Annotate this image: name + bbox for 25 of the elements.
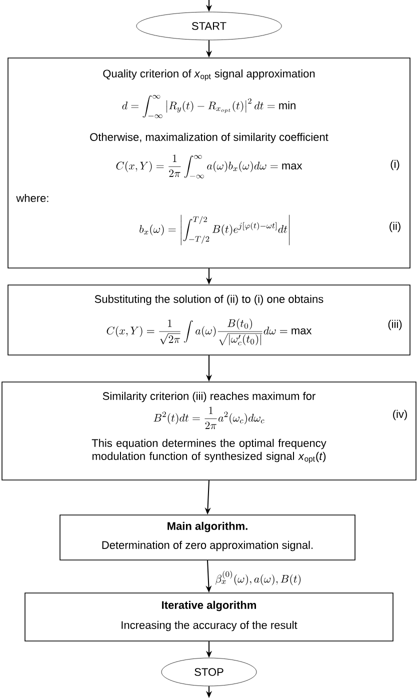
heading: Substituting the solution of (ii) to (i) one obtains <box>94 294 324 306</box>
description: Determination of zero approximation signal. <box>102 540 313 552</box>
process-box <box>8 58 410 268</box>
text-line: Otherwise, maximalization of similarity coefficient <box>90 132 328 144</box>
process-box <box>2 382 416 480</box>
equation-number: (i) <box>390 160 400 170</box>
description: This equation determines the optimal frequency modulation function of synthesized signal x$_{opt}$(t) <box>92 438 326 464</box>
heading: Similarity criterion (iii) reaches maximum for <box>102 392 316 402</box>
equation-number: (ii) <box>390 222 400 232</box>
process-box <box>60 514 356 560</box>
equation: $B^2(t) dt = \frac{1}{2\pi} a^2(\omega_c) d\omega_c$ <box>154 406 264 430</box>
heading: Iterative algorithm <box>162 600 256 612</box>
description: Increasing the accuracy of the result <box>122 620 298 632</box>
equation: $b_x(\omega) = \left| \int_{-T/2}^{T/2} B(t) e^{j[\varphi(t) - \omega t]} dt \right|$ <box>140 214 290 246</box>
process-box <box>8 284 410 356</box>
process-box <box>24 592 394 642</box>
equation-number: (iii) <box>388 320 402 330</box>
equation: $C(x,Y) = \frac{1}{2\pi} \int_{-\infty}^{\infty} a(\omega) b_x(\omega) d\omega = \max$ <box>116 154 302 178</box>
edge-label: $\beta_x^{(0)}(\omega), a(\omega), B(t)$ <box>214 570 303 586</box>
equation-number: (iv) <box>393 410 407 420</box>
heading: Quality criterion of x$_{opt}$ signal approximation <box>103 69 315 81</box>
equation: $d = \int_{-\infty}^{\infty} \left| R_y(t) - R_{x_{opt}}(t) \right|^2 dt = \min$ <box>122 95 296 118</box>
text-line: where: <box>16 194 48 202</box>
equation: $C(x,Y) = \frac{1}{\sqrt{2\pi}} \int a(\omega) \frac{B(t_0)}{\sqrt{|\omega_c'(t_0)|}} d\omega = \max$ <box>106 318 312 346</box>
heading: Main algorithm. <box>168 522 248 532</box>
